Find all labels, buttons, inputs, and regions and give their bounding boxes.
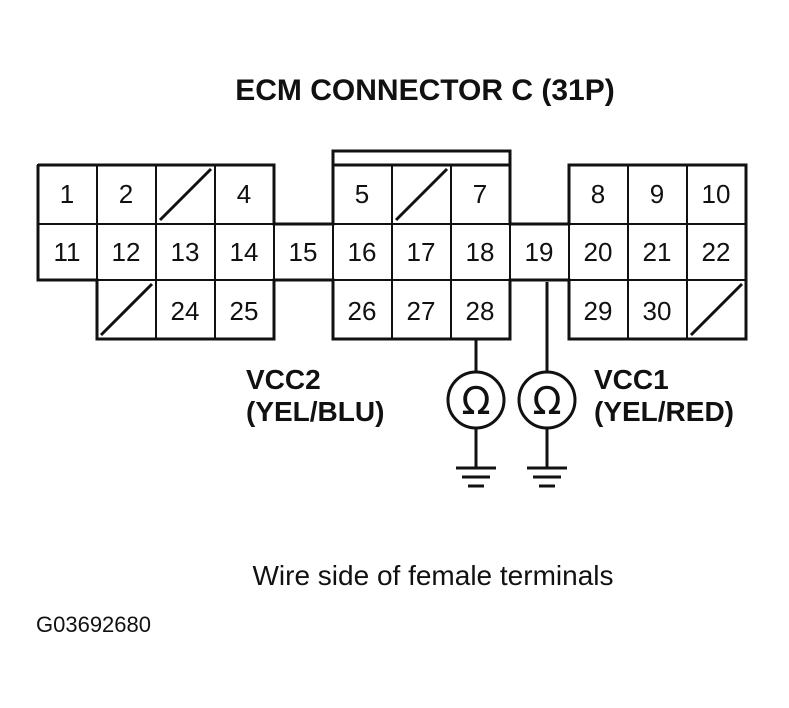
terminal-label: 12 (112, 237, 141, 267)
cell-22 (686, 223, 747, 281)
terminal-label: 11 (54, 237, 81, 267)
figure-id: G03692680 (36, 612, 151, 637)
terminal-label: 5 (355, 179, 369, 209)
vcc1-label: VCC1 (594, 364, 669, 395)
cell-16 (332, 223, 393, 281)
cell-19 (509, 223, 570, 281)
blank-slash (689, 282, 744, 337)
vcc2-label: VCC2 (246, 364, 321, 395)
cell-30 (627, 279, 688, 340)
view-caption: Wire side of female terminals (252, 560, 613, 591)
cell-7 (450, 164, 511, 225)
center-latch (331, 149, 512, 167)
terminal-label: 18 (466, 237, 495, 267)
blank-slash (394, 167, 449, 222)
diagram-title: ECM CONNECTOR C (31P) (235, 74, 614, 107)
terminal-label: 28 (466, 296, 495, 326)
blank-slash (158, 167, 213, 222)
terminal-label: 2 (119, 179, 133, 209)
connector-outline (36, 163, 748, 341)
ohm-icon: Ω (461, 379, 490, 423)
terminal-label: 17 (407, 237, 436, 267)
cell-26 (332, 279, 393, 340)
terminal-label: 27 (407, 296, 436, 326)
vcc2-wire-color: (YEL/BLU) (246, 396, 384, 427)
terminal-label: 1 (60, 179, 74, 209)
cell-28 (450, 279, 511, 340)
blank-slash (99, 282, 154, 337)
terminal-label: 25 (230, 296, 259, 326)
connector-center-block (331, 149, 512, 340)
terminal-label: 21 (643, 237, 672, 267)
terminal-label: 24 (171, 296, 200, 326)
terminal-label: 15 (289, 237, 318, 267)
terminal-label: 9 (650, 179, 664, 209)
terminal-label: 19 (525, 237, 554, 267)
cell-20 (568, 223, 629, 281)
vcc1-wire-color: (YEL/RED) (594, 396, 734, 427)
ohmmeter-vcc1: Ω (517, 370, 577, 430)
terminal-label: 10 (702, 179, 731, 209)
ground-icon (527, 428, 567, 488)
ground-icon (456, 428, 496, 488)
cell-18 (450, 223, 511, 281)
terminal-label: 16 (348, 237, 377, 267)
terminal-label: 30 (643, 296, 672, 326)
terminal-label: 22 (702, 237, 731, 267)
ohm-icon: Ω (532, 379, 561, 423)
cell-27 (391, 279, 452, 340)
terminal-label: 8 (591, 179, 605, 209)
terminal-label: 14 (230, 237, 259, 267)
ohmmeter-vcc2: Ω (446, 370, 506, 430)
terminal-numbers: 1 2 4 5 7 8 9 10 11 12 13 14 15 16 17 18… (54, 179, 731, 326)
terminal-label: 13 (171, 237, 200, 267)
terminal-label: 7 (473, 179, 487, 209)
terminal-label: 26 (348, 296, 377, 326)
terminal-label: 4 (237, 179, 251, 209)
terminal-label: 20 (584, 237, 613, 267)
terminal-label: 29 (584, 296, 613, 326)
